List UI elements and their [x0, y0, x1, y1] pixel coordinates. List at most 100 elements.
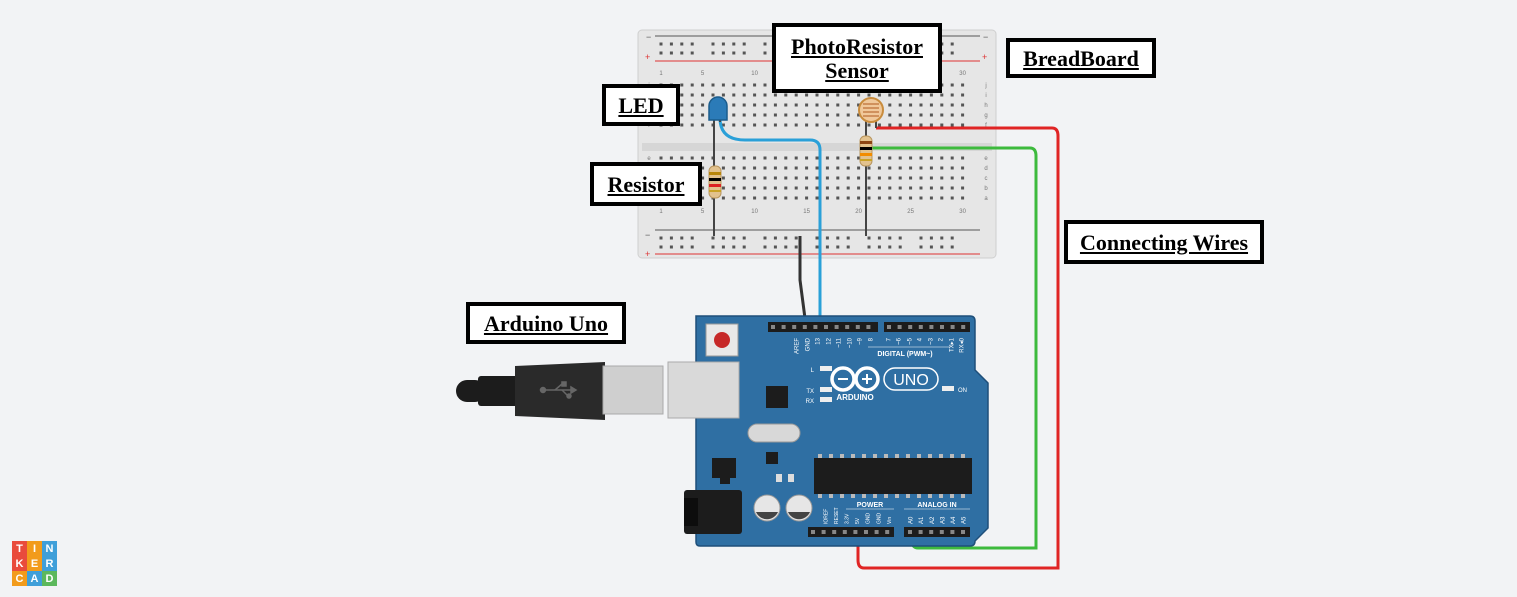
breadboard-hole [825, 186, 829, 190]
breadboard-hole [888, 245, 892, 249]
rx-led [820, 397, 832, 402]
breadboard-hole [815, 93, 819, 97]
blue-wire [718, 117, 822, 326]
chip-pin [961, 494, 965, 498]
resistor-band [860, 147, 872, 150]
breadboard-hole [659, 236, 663, 240]
breadboard-hole [721, 245, 725, 249]
breadboard-hole [732, 196, 736, 200]
breadboard-hole [690, 113, 694, 117]
breadboard-hole [888, 123, 892, 127]
breadboard-hole [857, 156, 861, 160]
breadboard-column-number: 30 [959, 209, 966, 215]
uno-logo-outline [883, 367, 939, 391]
analog-pin-label: A0 [909, 516, 915, 524]
breadboard-hole [836, 245, 840, 249]
breadboard-hole [929, 186, 933, 190]
breadboard-hole [680, 113, 684, 117]
chip-pin [818, 454, 822, 458]
on-led [942, 386, 954, 391]
breadboard-hole [690, 123, 694, 127]
breadboard-hole [857, 186, 861, 190]
breadboard-hole [742, 186, 746, 190]
breadboard-hole [690, 83, 694, 87]
breadboard-hole [669, 42, 673, 46]
breadboard-hole [721, 196, 725, 200]
atmega-chip-pins [818, 454, 965, 498]
breadboard-hole [929, 245, 933, 249]
breadboard-hole [742, 196, 746, 200]
header-hole [866, 325, 871, 329]
breadboard-hole [742, 103, 746, 107]
breadboard-hole [846, 166, 850, 170]
breadboard-hole [857, 113, 861, 117]
breadboard-hole [877, 176, 881, 180]
breadboard-hole [763, 166, 767, 170]
breadboard-hole [680, 156, 684, 160]
usb-chip [766, 386, 788, 408]
breadboard-hole [784, 123, 788, 127]
resistor-band [709, 190, 721, 192]
breadboard-hole [773, 176, 777, 180]
breadboard-hole [846, 103, 850, 107]
breadboard-hole [763, 51, 767, 55]
breadboard-hole [753, 186, 757, 190]
breadboard-hole [773, 245, 777, 249]
capacitor-marking [756, 512, 778, 520]
header-hole [824, 325, 828, 329]
breadboard-hole [711, 42, 715, 46]
resistor-body [859, 135, 873, 167]
breadboard-row-letter: e [984, 156, 988, 162]
breadboard-hole [742, 83, 746, 87]
breadboard-hole [950, 186, 954, 190]
rail-minus-sign: − [983, 32, 988, 42]
chip-pin [906, 494, 910, 498]
breadboard-hole [680, 51, 684, 55]
breadboard-hole [763, 236, 767, 240]
breadboard-hole [867, 245, 871, 249]
breadboard-hole [659, 245, 663, 249]
breadboard-hole [950, 83, 954, 87]
breadboard-hole [846, 123, 850, 127]
resistor-band [709, 172, 721, 175]
breadboard-hole [909, 196, 913, 200]
header-hole [874, 530, 879, 534]
breadboard-hole [950, 103, 954, 107]
breadboard-hole [690, 245, 694, 249]
breadboard-hole [763, 103, 767, 107]
breadboard-hole [690, 156, 694, 160]
tx-led [820, 387, 832, 392]
resistor-band [709, 184, 721, 187]
breadboard-hole [929, 103, 933, 107]
breadboard-hole [877, 236, 881, 240]
breadboard-hole [732, 123, 736, 127]
breadboard-hole [721, 51, 725, 55]
header-hole [918, 530, 923, 534]
breadboard-column-number: 1 [659, 209, 663, 215]
chip-pin [818, 494, 822, 498]
breadboard-hole [805, 123, 809, 127]
breadboard-hole [732, 156, 736, 160]
breadboard-hole [898, 93, 902, 97]
resistor-component [708, 165, 722, 199]
header-hole [897, 325, 902, 329]
breadboard-hole [836, 156, 840, 160]
usb-plug-housing [515, 362, 605, 420]
arduino-uno-label: Arduino Uno [483, 311, 609, 336]
rx-led-label: RX [806, 399, 814, 405]
breadboard-hole [784, 176, 788, 180]
breadboard-hole [888, 196, 892, 200]
breadboard-hole [898, 103, 902, 107]
header-hole [802, 325, 807, 329]
breadboard-hole [763, 113, 767, 117]
breadboard-hole [773, 103, 777, 107]
breadboard-row-letter: c [985, 176, 988, 182]
breadboard-hole [721, 186, 725, 190]
usb-symbol-icon [539, 381, 578, 399]
breadboard-hole [888, 156, 892, 160]
breadboard-hole [919, 166, 923, 170]
breadboard-hole [784, 166, 788, 170]
digital-header-left [768, 322, 878, 332]
breadboard-hole [742, 42, 746, 46]
